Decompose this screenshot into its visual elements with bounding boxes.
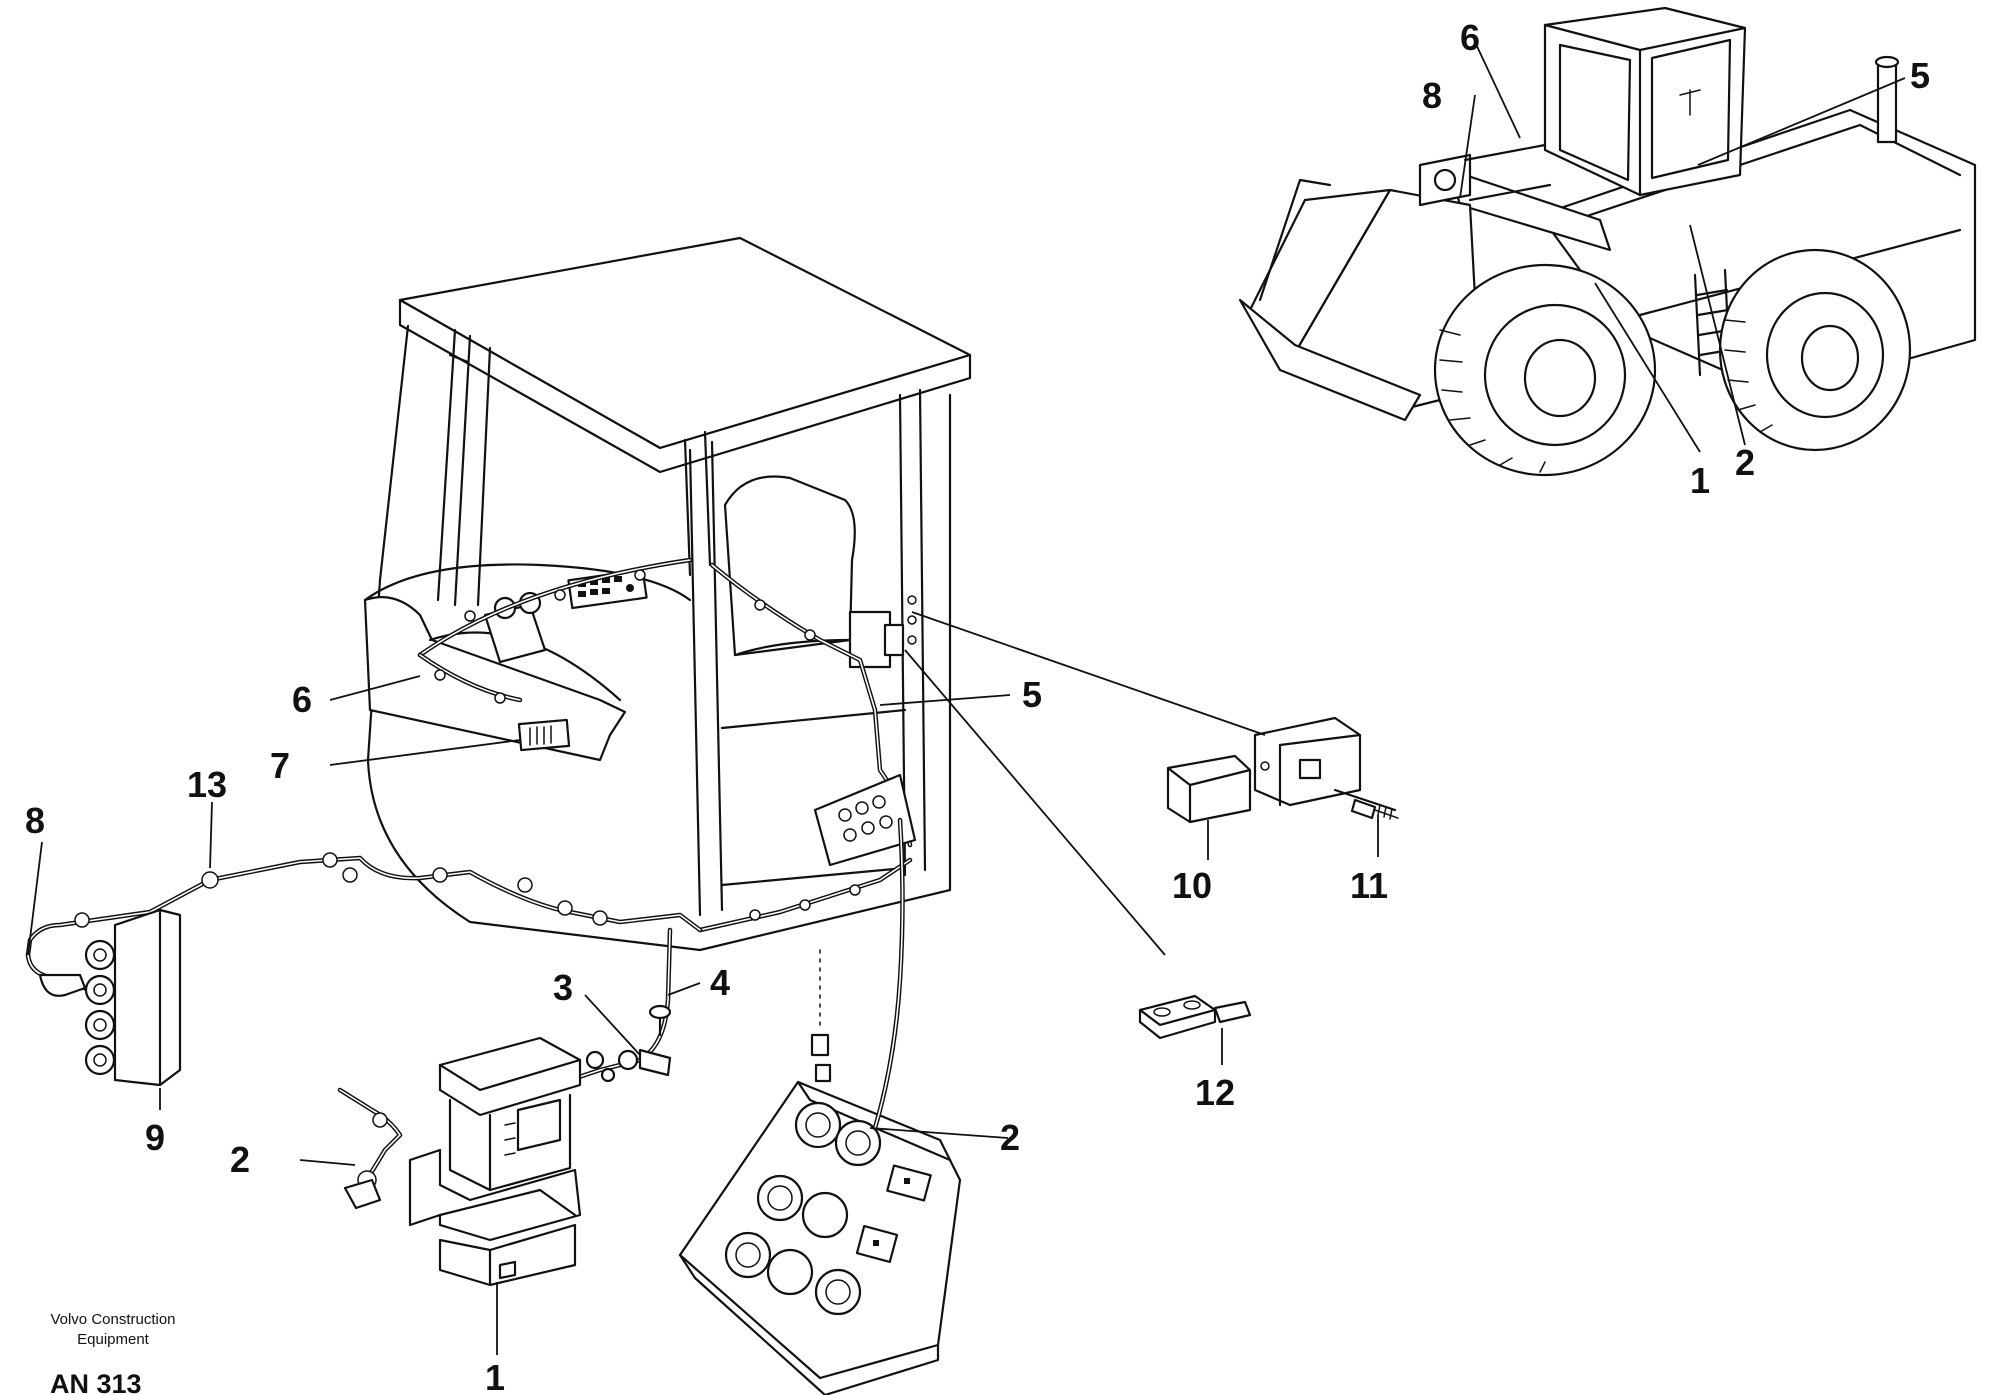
callout-1: 1 bbox=[485, 1357, 505, 1395]
callout-8: 8 bbox=[25, 800, 45, 841]
radio-unit-item-1 bbox=[408, 1036, 582, 1287]
callout-5: 5 bbox=[1022, 674, 1042, 715]
callout-7: 7 bbox=[270, 745, 290, 786]
switch-item-7 bbox=[517, 718, 571, 752]
external-harness bbox=[25, 852, 703, 1087]
relay-item-10 bbox=[1166, 716, 1362, 824]
drawing-code: AN 313 bbox=[50, 1369, 142, 1395]
bracket-item-3 bbox=[617, 1048, 672, 1077]
callout-11: 11 bbox=[1350, 865, 1388, 906]
loader-callout-8: 8 bbox=[1422, 75, 1442, 116]
callout-10: 10 bbox=[1172, 865, 1212, 906]
callout-12: 12 bbox=[1195, 1072, 1235, 1113]
company-line-2: Equipment bbox=[77, 1331, 150, 1348]
callout-2a: 2 bbox=[230, 1139, 250, 1180]
callout-4: 4 bbox=[710, 962, 730, 1003]
wheel-loader-illustration bbox=[1238, 6, 1977, 477]
loader-callout-2: 2 bbox=[1735, 442, 1755, 483]
callout-13: 13 bbox=[187, 764, 227, 805]
switch-item-12 bbox=[1138, 994, 1252, 1040]
console-panel-item-2 bbox=[678, 817, 962, 1395]
connector-block-9 bbox=[38, 908, 182, 1087]
callout-2b: 2 bbox=[1000, 1117, 1020, 1158]
screw-item-11 bbox=[1333, 788, 1399, 820]
callout-6: 6 bbox=[292, 679, 312, 720]
cab-illustration bbox=[363, 236, 972, 952]
leader-lines bbox=[27, 611, 1379, 1355]
callout-9: 9 bbox=[145, 1117, 165, 1158]
company-line-1: Volvo Construction bbox=[50, 1311, 175, 1328]
harness-lower bbox=[337, 927, 673, 1210]
cab-floor-panel bbox=[813, 773, 917, 867]
plug-item-4 bbox=[648, 1004, 672, 1037]
callout-labels: 6 7 5 13 8 9 3 4 2 2 1 10 11 12 6 8 5 1 … bbox=[25, 17, 1930, 1395]
console-gauges bbox=[724, 1101, 932, 1316]
loader-callout-6: 6 bbox=[1460, 17, 1480, 58]
footer: Volvo Construction Equipment AN 313 bbox=[50, 1311, 176, 1395]
callout-3: 3 bbox=[553, 967, 573, 1008]
loader-callout-5: 5 bbox=[1910, 55, 1930, 96]
loader-callout-1: 1 bbox=[1690, 460, 1710, 501]
